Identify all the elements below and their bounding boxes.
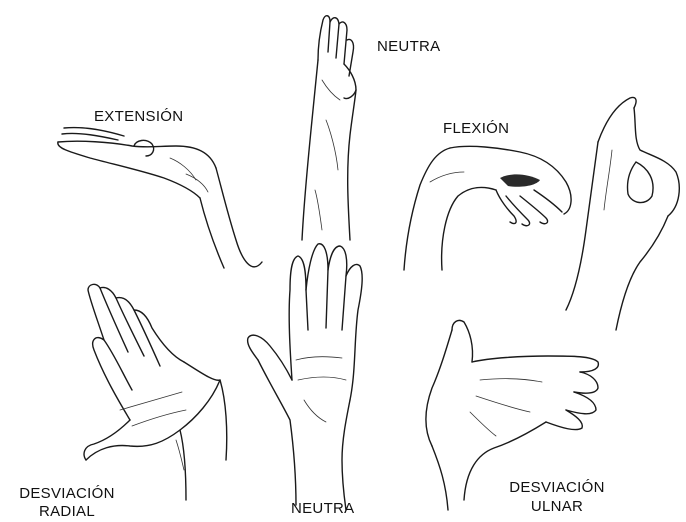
hand-radial-deviation [84,284,227,500]
label-ulnar-deviation-line2: ULNAR [494,497,620,517]
hand-flexion [404,146,571,270]
hand-neutral-palm [248,244,363,510]
label-ulnar-deviation-line1: DESVIACIÓN [494,478,620,498]
label-neutral-top: NEUTRA [377,37,440,57]
label-flexion: FLEXIÓN [443,119,509,139]
label-radial-deviation-line2: RADIAL [4,502,130,522]
label-radial-deviation-line1: DESVIACIÓN [4,484,130,504]
hand-right-profile [566,97,679,330]
label-neutral-bottom: NEUTRA [291,499,354,519]
hand-neutral-raised [302,16,356,240]
label-extension: EXTENSIÓN [94,107,183,127]
hand-extension [58,127,262,268]
